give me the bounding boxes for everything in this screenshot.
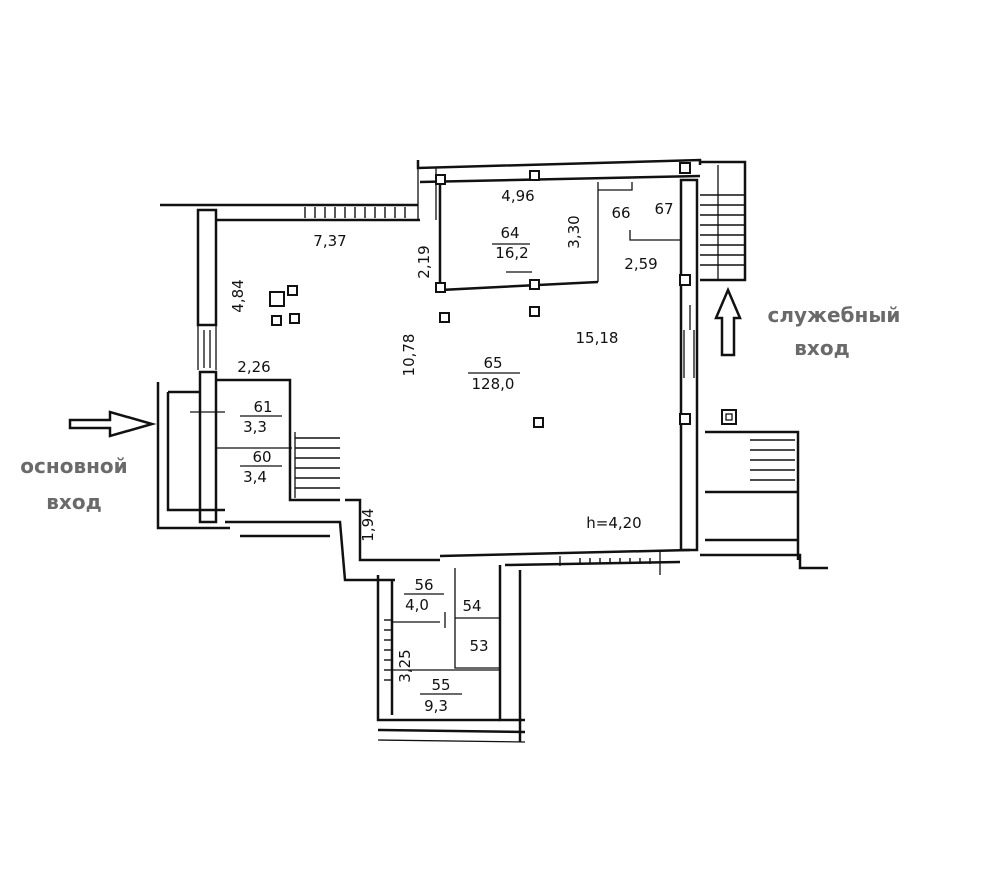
columns [269,162,691,428]
exterior-walls [156,158,828,743]
room-61-number: 61 [253,398,272,416]
room-65-number: 65 [483,354,502,372]
dimension-15-18: 15,18 [576,329,619,347]
room-64-area: 16,2 [495,244,528,262]
room-54-number: 54 [462,597,481,615]
dimension-10-78: 10,78 [400,334,418,377]
dimension-1-94: 1,94 [359,508,377,541]
room-65-area: 128,0 [472,375,515,393]
service-entrance-label-line2: вход [794,336,849,360]
dimension-3-25: 3,25 [396,649,414,682]
dimension-2-26: 2,26 [237,358,270,376]
dimension-2-59: 2,59 [624,255,657,273]
room-55-number: 55 [431,676,450,694]
room-56-area: 4,0 [405,596,429,614]
room-67-number: 67 [654,200,673,218]
main-entrance-arrow [68,410,157,438]
service-entrance: служебный вход [714,286,901,360]
service-entrance-label-line1: служебный [768,303,901,327]
dimension-4-84: 4,84 [229,279,247,312]
room-labels: 64 16,2 65 128,0 61 3,3 60 3,4 56 4,0 55… [240,200,674,715]
room-61-area: 3,3 [243,418,267,436]
ceiling-height: h=4,20 [586,514,641,532]
dimension-labels: 4,96 3,30 7,37 2,19 4,84 10,78 15,18 2,5… [229,187,658,683]
room-60-area: 3,4 [243,468,267,486]
room-60-number: 60 [252,448,271,466]
room-55-area: 9,3 [424,697,448,715]
room-64-number: 64 [500,224,519,242]
main-entrance: основной вход [20,410,157,514]
dimension-2-19: 2,19 [415,245,433,278]
stairs [294,194,795,498]
main-entrance-label-line2: вход [46,490,101,514]
room-66-number: 66 [611,204,630,222]
room-56-number: 56 [414,576,433,594]
room-53-number: 53 [469,637,488,655]
dimension-4-96: 4,96 [501,187,534,205]
dimension-7-37: 7,37 [313,232,346,250]
dimension-3-30: 3,30 [565,215,583,248]
main-entrance-label-line1: основной [20,454,127,478]
windows [304,207,651,681]
service-entrance-arrow [714,286,742,357]
